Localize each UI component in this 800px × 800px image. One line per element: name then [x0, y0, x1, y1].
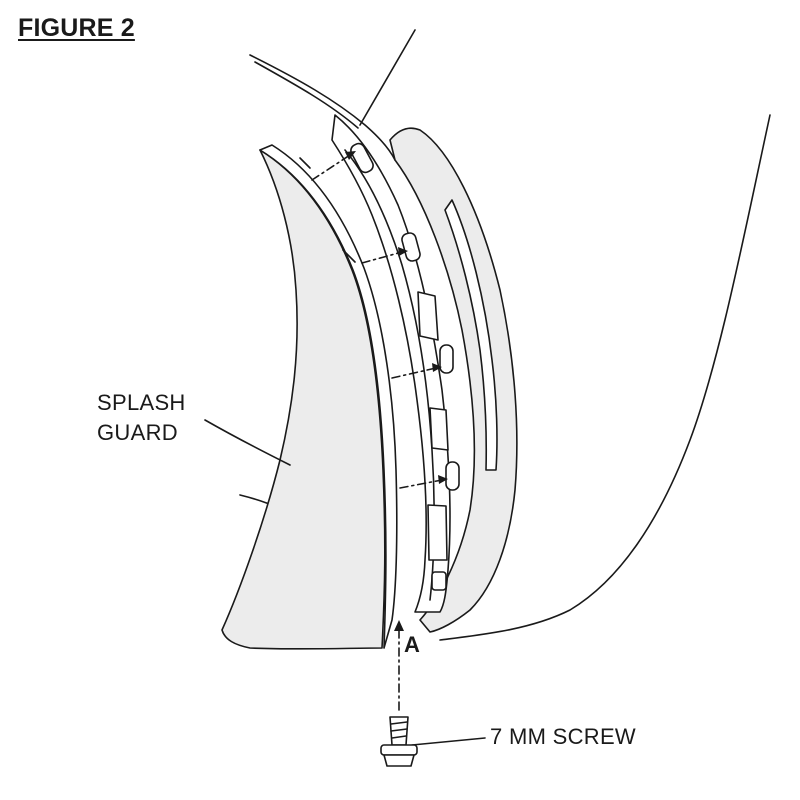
splash-guard-clip: [342, 249, 356, 263]
fender-flare: [389, 127, 518, 633]
screw-icon: [380, 716, 418, 767]
mounting-tabs: [417, 291, 449, 561]
point-a-label: A: [404, 632, 421, 657]
figure-title: FIGURE 2: [18, 14, 135, 42]
alignment-arrow: [311, 154, 351, 181]
splash-guard-clip: [299, 157, 311, 169]
splash-guard-leader-line: [204, 419, 291, 466]
alignment-arrow: [361, 251, 403, 264]
alignment-arrows: [311, 154, 443, 711]
mounting-slot: [401, 232, 421, 262]
body-arch-inner-line: [254, 61, 359, 129]
mounting-slot: [350, 142, 374, 174]
fender-flare-stripe: [444, 199, 498, 471]
alignment-arrow: [391, 367, 437, 379]
screw-leader-line: [411, 737, 486, 746]
screw-label: 7 MM SCREW: [490, 724, 636, 749]
mounting-slot: [439, 344, 454, 374]
body-panel-edge-line: [439, 114, 771, 641]
splash-guard-label-line1: SPLASH: [97, 390, 186, 415]
vehicle-body-lines: [239, 29, 771, 641]
splash-guard-edge: [259, 144, 398, 649]
body-arch-outer-line: [249, 54, 396, 161]
arrowheads: [345, 151, 448, 631]
mounting-slot: [445, 461, 460, 491]
body-crease-line: [359, 29, 416, 126]
mounting-slot: [431, 571, 447, 591]
splash-guard-label: SPLASH GUARD: [97, 388, 186, 448]
splash-guard-label-line2: GUARD: [97, 420, 178, 445]
alignment-arrow: [399, 479, 443, 489]
splash-guard: [221, 149, 386, 650]
mounting-slots: [350, 142, 460, 591]
